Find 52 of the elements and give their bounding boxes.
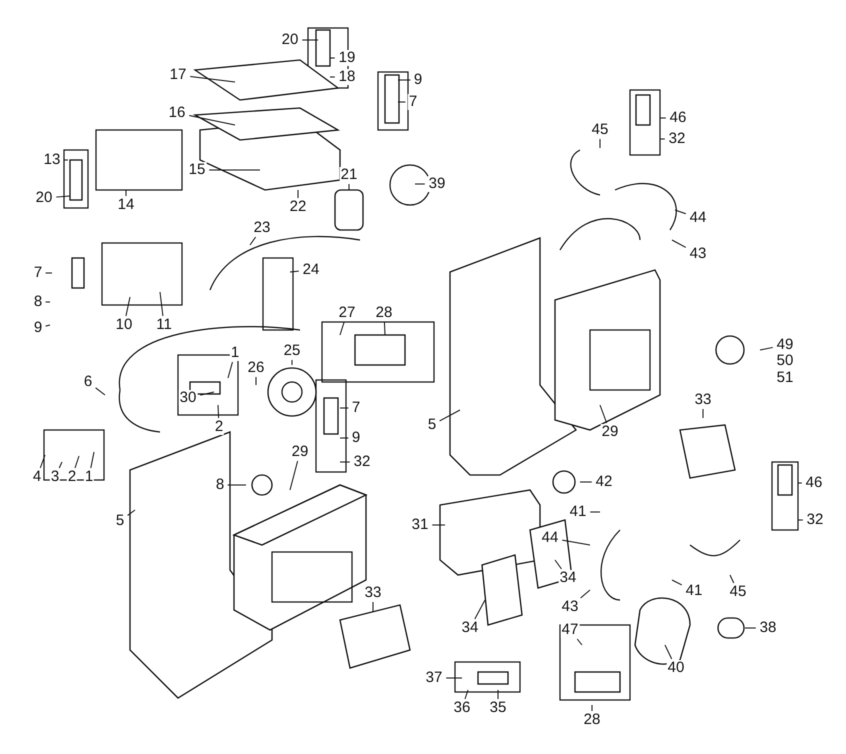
- leader-line: [340, 322, 345, 336]
- leader-line: [127, 510, 136, 516]
- leader-line: [672, 240, 686, 248]
- leader-line: [576, 638, 582, 646]
- leader-line: [90, 452, 94, 468]
- callout-number: 21: [340, 167, 358, 183]
- callout-number: 2: [214, 419, 224, 435]
- leader-line: [227, 484, 246, 486]
- callout-number: 47: [560, 622, 580, 638]
- leader-line: [95, 387, 106, 396]
- leader-line: [432, 524, 446, 526]
- leader-line: [58, 462, 62, 468]
- callout-number: 34: [558, 570, 578, 586]
- leader-line: [384, 322, 386, 336]
- callout-number: 18: [338, 69, 356, 85]
- leader-line: [160, 292, 164, 316]
- leader-line: [218, 404, 220, 418]
- leader-line: [74, 456, 80, 468]
- callout-number: 39: [428, 176, 446, 192]
- leader-line: [664, 644, 672, 660]
- leader-line: [45, 324, 50, 327]
- leader-line: [702, 408, 704, 418]
- leader-line: [464, 690, 468, 700]
- leader-line: [125, 296, 130, 316]
- leader-line: [439, 410, 460, 422]
- leader-line: [348, 184, 350, 190]
- leader-line: [372, 602, 374, 612]
- leader-line: [660, 138, 666, 140]
- callout-number: 30: [178, 390, 198, 406]
- leader-line: [672, 580, 682, 586]
- leader-line: [562, 540, 590, 546]
- callout-number: 19: [338, 50, 356, 66]
- leader-line: [798, 482, 802, 484]
- leader-line: [290, 270, 300, 272]
- leader-line: [45, 272, 52, 274]
- leader-line: [554, 560, 562, 570]
- leader-line: [228, 362, 233, 378]
- leader-line: [40, 454, 46, 468]
- callout-number: 1: [230, 345, 240, 361]
- leader-line: [760, 346, 774, 350]
- leader-line: [580, 590, 590, 598]
- leader-line: [474, 600, 486, 620]
- leader-line: [250, 236, 256, 246]
- leader-line: [730, 574, 734, 584]
- leader-line: [330, 76, 336, 78]
- leader-line: [56, 196, 70, 198]
- callout-number: 7: [408, 94, 418, 110]
- leader-line: [200, 392, 214, 396]
- leader-line: [290, 460, 298, 490]
- leader-line: [190, 76, 236, 82]
- leader-line: [674, 210, 686, 214]
- leader-line: [600, 404, 608, 424]
